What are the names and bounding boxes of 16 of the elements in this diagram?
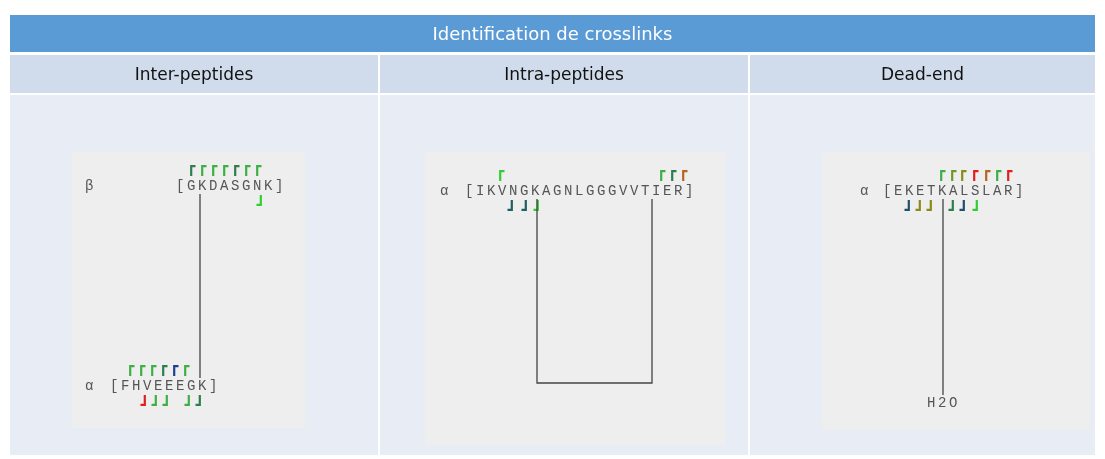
column-header: Dead-end <box>750 55 1095 93</box>
chain-label: β <box>85 178 96 194</box>
column-header: Inter-peptides <box>10 55 378 93</box>
chain-label: α <box>860 183 871 199</box>
peptide-sequence: [IKVNGKAGNLGGGVVTIER] <box>465 183 697 199</box>
column-header: Intra-peptides <box>380 55 748 93</box>
peptide-sequence: [GKDASGNK] <box>176 178 286 194</box>
peptide-sequence: [EKETKALSLAR] <box>883 183 1027 199</box>
crosslink-line <box>199 193 201 379</box>
crosslink-line <box>942 198 944 396</box>
chain-label: α <box>440 183 451 199</box>
molecule-label: H2O <box>927 395 960 411</box>
crosslink-line <box>536 198 653 384</box>
chain-label: α <box>85 378 96 394</box>
title-banner: Identification de crosslinks <box>10 15 1095 52</box>
peptide-sequence: [FHVEEEGK] <box>110 378 220 394</box>
